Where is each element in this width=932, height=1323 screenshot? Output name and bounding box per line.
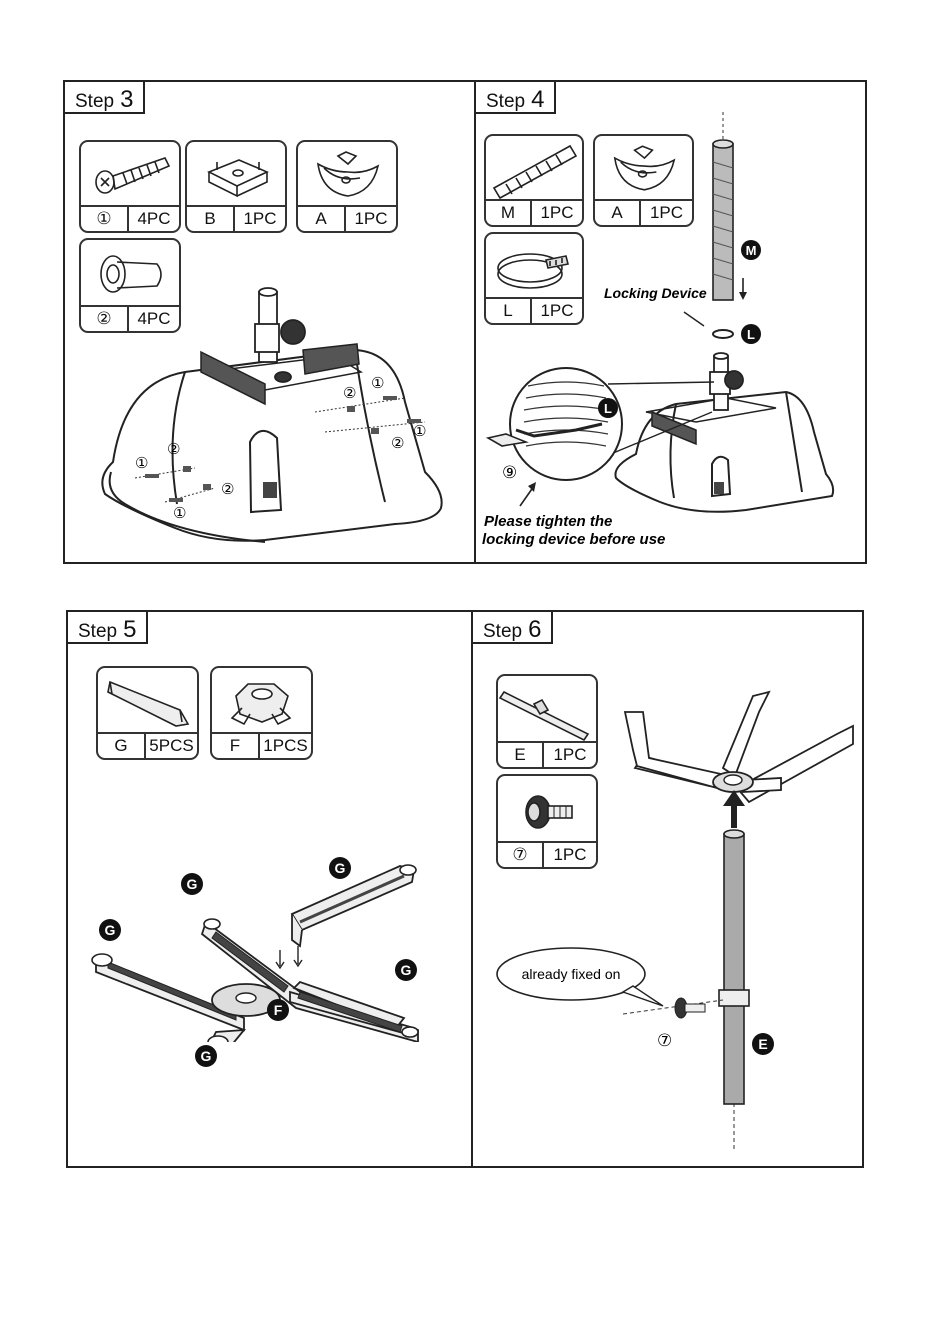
- locking-device-label: Locking Device: [604, 285, 707, 301]
- part-qty: 1PC: [346, 207, 396, 231]
- step6-illustration: ⑦ already fixed on E: [473, 612, 862, 1166]
- part-card-b: B 1PC: [185, 140, 287, 233]
- part-id: A: [298, 207, 346, 231]
- bracket-plate-icon: [187, 142, 285, 209]
- badge-l: L: [604, 401, 612, 416]
- nut-label: ②: [167, 441, 180, 458]
- part-id: B: [187, 207, 235, 231]
- badge-g: G: [201, 1048, 212, 1064]
- step3-tab: Step 3: [65, 82, 145, 114]
- screw-label: ①: [413, 423, 426, 440]
- badge-l: L: [747, 327, 755, 342]
- badge-e: E: [758, 1036, 767, 1052]
- step3-base-illustration: ① ② ② ① ② ① ② ①: [65, 272, 474, 562]
- nut-label: ②: [391, 435, 404, 452]
- step4-panel: Step 4 M 1PC A 1PC: [474, 80, 867, 564]
- badge-g: G: [105, 922, 116, 938]
- step3-panel: Step 3 ① 4PC B: [63, 80, 476, 564]
- part-id: ①: [81, 207, 129, 231]
- step6-panel: Step 6 E 1PC ⑦ 1PC: [471, 610, 864, 1168]
- mount-bracket-icon: [298, 142, 396, 209]
- step-number: 3: [120, 86, 133, 114]
- part-card-screw: ① 4PC: [79, 140, 181, 233]
- part-qty: 1PC: [235, 207, 285, 231]
- badge-g: G: [187, 876, 198, 892]
- nut-label: ②: [343, 385, 356, 402]
- badge-f: F: [274, 1002, 283, 1018]
- tool-label: ⑨: [502, 463, 517, 482]
- step4-illustration: M Locking Device L: [476, 82, 865, 562]
- note-line-2: locking device before use: [482, 531, 665, 548]
- part-card-a: A 1PC: [296, 140, 398, 233]
- screw-label: ①: [371, 375, 384, 392]
- step-word: Step: [75, 91, 114, 113]
- screw-label: ①: [173, 505, 186, 522]
- part-qty: 4PC: [129, 207, 179, 231]
- note-line-1: Please tighten the: [484, 513, 612, 530]
- badge-m: M: [746, 243, 757, 258]
- screw-label: ⑦: [657, 1031, 672, 1050]
- step5-badges: G G G G G F: [68, 612, 473, 1166]
- nut-label: ②: [221, 481, 234, 498]
- badge-g: G: [401, 962, 412, 978]
- badge-g: G: [335, 860, 346, 876]
- countersunk-screw-icon: [81, 142, 179, 209]
- bubble-text: already fixed on: [522, 966, 621, 982]
- hose-m: [713, 140, 733, 300]
- step5-panel: Step 5 G 5PCS F 1PCS: [66, 610, 475, 1168]
- screw-label: ①: [135, 455, 148, 472]
